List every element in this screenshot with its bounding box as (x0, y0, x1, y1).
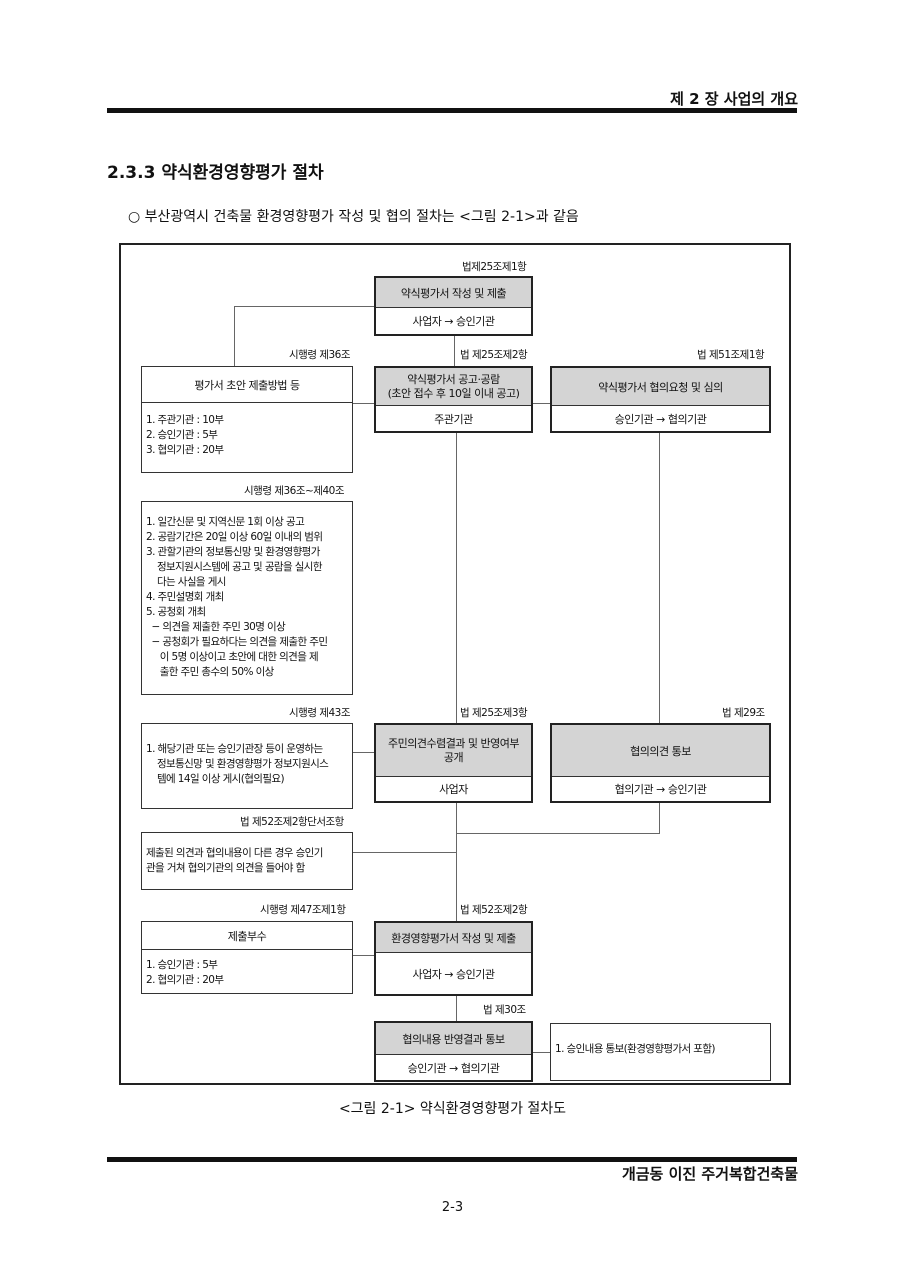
ref-label: 법 제29조 (722, 707, 765, 719)
list-item: 1. 승인기관 : 5부 (146, 959, 218, 971)
connector (456, 803, 457, 921)
ref-label: 법 제52조제2항단서조항 (240, 816, 344, 828)
note-title: 제출부수 (142, 922, 352, 950)
step-title-line: 공개 (443, 750, 464, 764)
list-item: 1. 승인내용 통보(환경영향평가서 포함) (555, 1043, 716, 1055)
ref-label: 시행령 제36조 (289, 349, 351, 361)
ref-label: 법 제51조제1항 (697, 349, 765, 361)
list-item: 2. 공람기간은 20일 이상 60일 이내의 범위 (146, 531, 323, 543)
step-opinion-notice: 협의의견 통보 협의기관 → 승인기관 (550, 723, 771, 803)
connector (659, 803, 660, 833)
step-title: 협의의견 통보 (552, 725, 769, 777)
list-item: 5. 공청회 개최 (146, 606, 206, 618)
list-item: 3. 관할기관의 정보통신망 및 환경영향평가 (146, 546, 320, 558)
connector (456, 996, 457, 1021)
list-item: 1. 주관기관 : 10부 (146, 414, 224, 426)
step-submit-draft: 약식평가서 작성 및 제출 사업자 → 승인기관 (374, 276, 533, 336)
list-item: − 의견을 제출한 주민 30명 이상 (146, 621, 286, 633)
note-public-notice-rules: 1. 일간신문 및 지역신문 1회 이상 공고 2. 공람기간은 20일 이상 … (141, 501, 353, 695)
ref-label: 법 제25조제3항 (460, 707, 528, 719)
list-item: 다는 사실을 게시 (146, 576, 227, 588)
ref-label: 법제25조제1항 (462, 261, 527, 273)
note-title: 평가서 초안 제출방법 등 (142, 367, 352, 403)
chapter-header: 제 2 장 사업의 개요 (670, 90, 798, 108)
footer-rule (107, 1157, 797, 1162)
list-item: 2. 협의기관 : 20부 (146, 974, 224, 986)
ref-label: 법 제25조제2항 (460, 349, 528, 361)
connector (234, 306, 375, 307)
step-title: 환경영향평가서 작성 및 제출 (376, 923, 531, 953)
list-item: 템에 14일 이상 게시(협의필요) (146, 773, 285, 785)
note-list: 1. 주관기관 : 10부 2. 승인기관 : 5부 3. 협의기관 : 20부 (142, 403, 352, 462)
list-item: 1. 일간신문 및 지역신문 1회 이상 공고 (146, 516, 305, 528)
step-opinion-disclosure: 주민의견수렴결과 및 반영여부 공개 사업자 (374, 723, 533, 803)
list-item: 3. 협의기관 : 20부 (146, 444, 224, 456)
footer-project: 개금동 이진 주거복합건축물 (621, 1165, 798, 1183)
note-list: 1. 해당기관 또는 승인기관장 등이 운영하는 정보통신망 및 환경영향평가 … (142, 724, 352, 791)
list-item: 1. 해당기관 또는 승인기관장 등이 운영하는 (146, 743, 323, 755)
connector (353, 752, 375, 753)
step-consultation-request: 약식평가서 협의요청 및 심의 승인기관 → 협의기관 (550, 366, 771, 433)
list-item: 이 5명 이상이고 초안에 대한 의견을 제 (146, 651, 319, 663)
step-title-line: (초안 접수 후 10일 이내 공고) (387, 386, 520, 400)
step-title: 약식평가서 공고·공람 (초안 접수 후 10일 이내 공고) (376, 368, 531, 406)
connector (533, 1052, 550, 1053)
step-actor: 주관기관 (434, 412, 473, 426)
step-actor: 사업자 → 승인기관 (412, 315, 495, 328)
list-item: 2. 승인기관 : 5부 (146, 429, 218, 441)
list-item: 정보통신망 및 환경영향평가 정보지원시스 (146, 758, 329, 770)
step-public-notice: 약식평가서 공고·공람 (초안 접수 후 10일 이내 공고) 주관기관 (374, 366, 533, 433)
step-result-notice: 협의내용 반영결과 통보 승인기관 → 협의기관 (374, 1021, 533, 1082)
note-list: 1. 일간신문 및 지역신문 1회 이상 공고 2. 공람기간은 20일 이상 … (142, 502, 352, 684)
connector (659, 433, 660, 723)
list-item: 관을 거쳐 협의기관의 의견을 들어야 함 (146, 862, 305, 874)
header-rule (107, 108, 797, 113)
ref-label: 시행령 제36조~제40조 (244, 485, 344, 497)
page-number: 2-3 (441, 1200, 464, 1215)
list-item: 정보지원시스템에 공고 및 공람을 실시한 (146, 561, 323, 573)
figure-caption: <그림 2-1> 약식환경영향평가 절차도 (338, 1101, 567, 1117)
note-submission-copies: 제출부수 1. 승인기관 : 5부 2. 협의기관 : 20부 (141, 921, 353, 994)
ref-label: 시행령 제47조제1항 (260, 904, 346, 916)
section-title: 2.3.3 약식환경영향평가 절차 (107, 163, 324, 183)
connector (353, 955, 375, 956)
ref-label: 시행령 제43조 (289, 707, 351, 719)
ref-label: 법 제52조제2항 (460, 904, 528, 916)
step-title-line: 약식평가서 공고·공람 (407, 372, 500, 386)
step-eia-submission: 환경영향평가서 작성 및 제출 사업자 → 승인기관 (374, 921, 533, 996)
ref-label: 법 제30조 (483, 1004, 526, 1016)
note-differing-opinion: 제출된 의견과 협의내용이 다른 경우 승인기 관을 거쳐 협의기관의 의견을 … (141, 832, 353, 890)
list-item: 제출된 의견과 협의내용이 다른 경우 승인기 (146, 847, 323, 859)
step-actor: 사업자 (439, 783, 468, 796)
procedure-diagram (119, 243, 791, 1085)
connector (353, 852, 457, 853)
step-title: 약식평가서 협의요청 및 심의 (552, 368, 769, 406)
step-actor: 협의기관 → 승인기관 (614, 783, 707, 796)
step-actor: 승인기관 → 협의기관 (407, 1061, 500, 1075)
list-item: 4. 주민설명회 개최 (146, 591, 224, 603)
connector (456, 833, 660, 834)
note-list: 1. 승인기관 : 5부 2. 협의기관 : 20부 (142, 950, 352, 992)
step-title: 협의내용 반영결과 통보 (376, 1023, 531, 1055)
note-list: 1. 승인내용 통보(환경영향평가서 포함) (551, 1024, 770, 1061)
step-title-line: 주민의견수렴결과 및 반영여부 (387, 736, 520, 750)
note-posting-rules: 1. 해당기관 또는 승인기관장 등이 운영하는 정보통신망 및 환경영향평가 … (141, 723, 353, 809)
step-title: 약식평가서 작성 및 제출 (376, 278, 531, 308)
step-actor: 사업자 → 승인기관 (412, 967, 495, 981)
connector (456, 433, 457, 723)
intro-text: ○ 부산광역시 건축물 환경영향평가 작성 및 협의 절차는 <그림 2-1>과… (128, 209, 579, 225)
connector (454, 336, 455, 366)
list-item: − 공청회가 필요하다는 의견을 제출한 주민 (146, 636, 328, 648)
note-draft-submission: 평가서 초안 제출방법 등 1. 주관기관 : 10부 2. 승인기관 : 5부… (141, 366, 353, 473)
step-actor: 승인기관 → 협의기관 (614, 412, 707, 426)
note-approval-notice: 1. 승인내용 통보(환경영향평가서 포함) (550, 1023, 771, 1081)
connector (234, 306, 235, 366)
note-list: 제출된 의견과 협의내용이 다른 경우 승인기 관을 거쳐 협의기관의 의견을 … (142, 833, 352, 880)
list-item: 출한 주민 총수의 50% 이상 (146, 666, 275, 678)
step-title: 주민의견수렴결과 및 반영여부 공개 (376, 725, 531, 777)
